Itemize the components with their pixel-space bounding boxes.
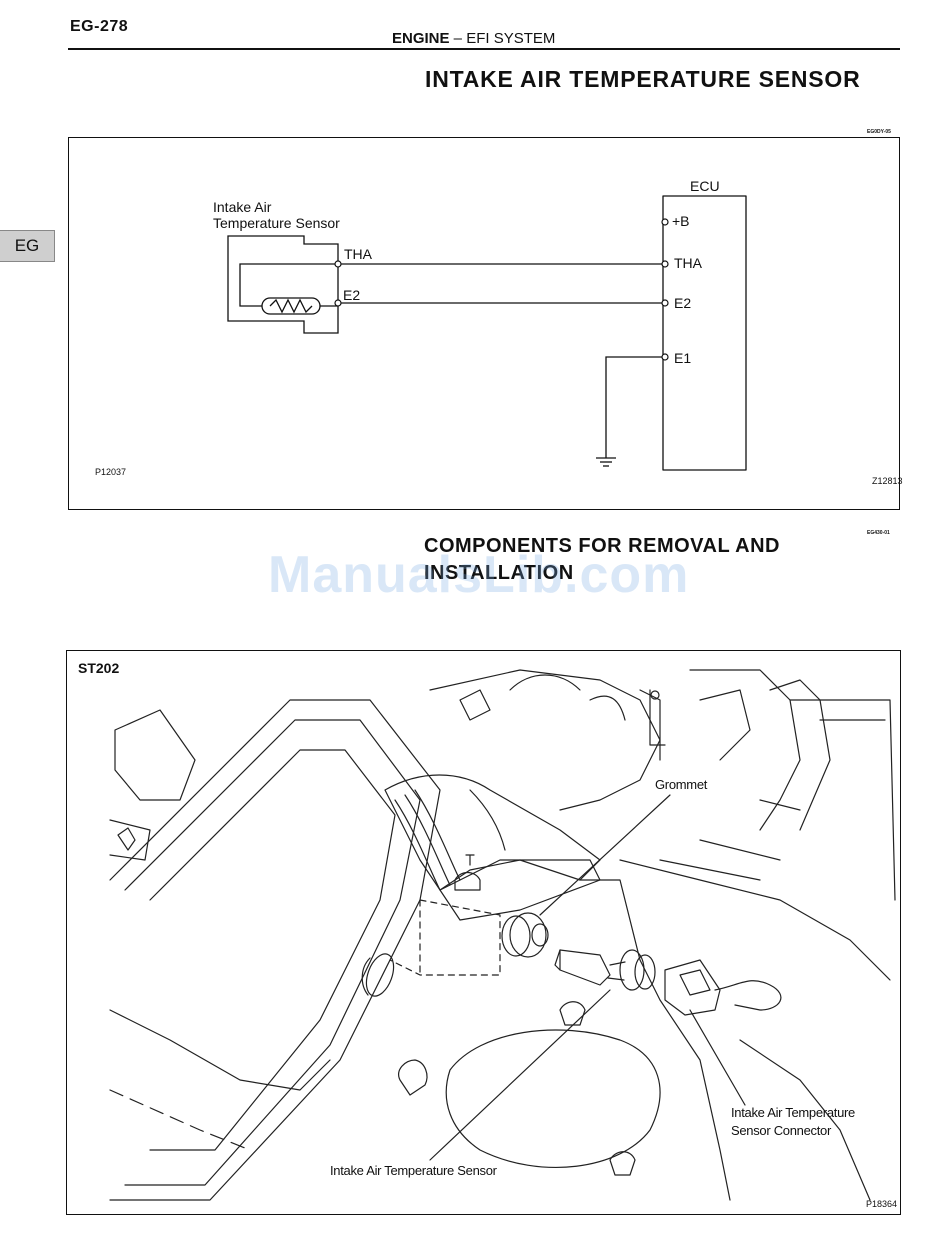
- illustration-fig-code: P18364: [866, 1199, 897, 1209]
- page-title: INTAKE AIR TEMPERATURE SENSOR: [425, 66, 861, 93]
- section-header-bold: ENGINE: [392, 30, 450, 47]
- section-header-rest: – EFI SYSTEM: [450, 30, 556, 47]
- wiring-diagram-frame: [68, 137, 900, 510]
- ecu-label: ECU: [690, 178, 720, 194]
- ecu-pin-e1: E1: [674, 350, 691, 366]
- callout-connector-line2: Sensor Connector: [731, 1122, 831, 1140]
- page-number: EG-278: [70, 18, 128, 36]
- callout-connector-line1: Intake Air Temperature: [731, 1104, 855, 1122]
- sensor-label-line2: Temperature Sensor: [213, 215, 340, 231]
- diagram-fig-code-right: Z12813: [872, 476, 903, 486]
- ecu-pin-plus-b: +B: [672, 213, 690, 229]
- callout-grommet: Grommet: [655, 776, 707, 794]
- ecu-pin-e2: E2: [674, 295, 691, 311]
- header-rule: [68, 48, 900, 50]
- diagram-fig-code-left: P12037: [95, 467, 126, 477]
- section-header: ENGINE – EFI SYSTEM: [392, 30, 555, 47]
- sensor-pin-tha: THA: [344, 246, 372, 262]
- sensor-label-line1: Intake Air: [213, 199, 271, 215]
- ecu-pin-tha: THA: [674, 255, 702, 271]
- components-ref-code: EG430-01: [867, 530, 890, 536]
- sensor-pin-e2: E2: [343, 287, 360, 303]
- watermark-text: ManualsLib.com: [268, 545, 689, 605]
- side-tab: EG: [0, 230, 55, 262]
- model-code: ST202: [78, 660, 119, 676]
- diagram-ref-code: EG0DY-05: [867, 129, 891, 135]
- callout-sensor: Intake Air Temperature Sensor: [330, 1162, 497, 1180]
